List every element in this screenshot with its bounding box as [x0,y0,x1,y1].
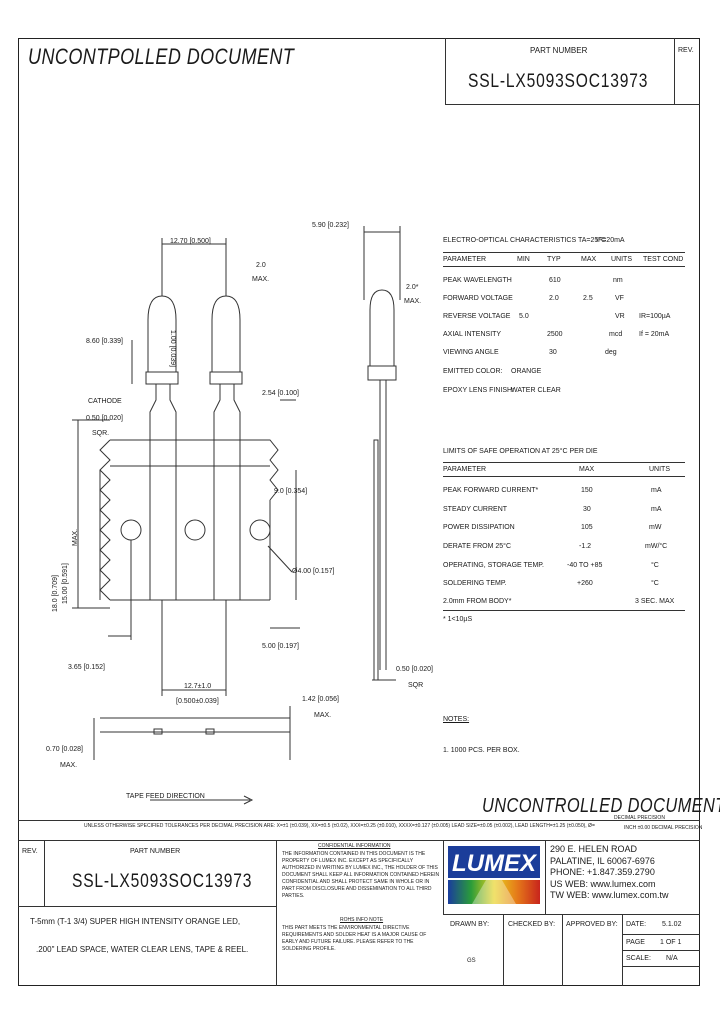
tb-rev-label: REV. [22,848,38,855]
scale: N/A [666,955,678,962]
dim-dome-height: 8.60 [0.339] [86,338,123,345]
led-1-lead-right [169,384,177,430]
logo-lettering: LUMEX [452,850,538,877]
rohs-text: THIS PART MEETS THE ENVIRONMENTAL DIRECT… [282,925,427,952]
cathode-label: CATHODE [88,398,122,405]
led-2-flange [209,371,243,385]
eo-table-condition: IF=20mA [596,237,625,244]
address-block: 290 E. HELEN ROAD PALATINE, IL 60067-697… [550,844,669,900]
drawing-frame [18,38,700,986]
dim-lead-spacing: 2.54 [0.100] [262,390,299,397]
watermark-top: UNCONTPOLLED DOCUMENT [28,44,295,69]
confidential-text: THE INFORMATION CONTAINED IN THIS DOCUME… [282,851,440,899]
part-number-label: PART NUMBER [530,46,588,55]
lens-finish-label: EPOXY LENS FINISH: [443,387,515,394]
dim-hole-offset: 5.00 [0.197] [262,643,299,650]
dim-lead-gap-top: 2.0 [256,262,266,269]
page-label: PAGE [626,939,645,946]
led-1-lead-left [149,384,157,430]
led-2-lead-right [233,384,241,430]
side-led-body [369,289,395,367]
page: 1 OF 1 [660,939,682,946]
header-rev-divider [674,38,675,104]
limits-table-title: LIMITS OF SAFE OPERATION AT 25°C PER DIE [443,448,598,455]
dim-lead-sq: 0.50 [0.020] [86,415,123,422]
dim-side-gap: 2.0* [406,284,419,291]
lumex-logo: LUMEX [448,846,540,904]
dim-lead-sq-label: SQR. [92,430,110,437]
dim-tape-thick-a: 1.42 [0.056] [302,696,339,703]
watermark-bottom: UNCONTROLLED DOCUMENT [482,795,720,817]
header-divider [445,38,446,104]
confidential-title: CONFIDENTIAL INFORMATION [318,843,391,849]
dim-tape-total-b: MAX. [60,762,78,769]
feed-direction-label: TAPE FEED DIRECTION [126,793,205,800]
dim-tape-height-b: 15.00 [0.591] [62,563,69,604]
sprocket-hole-2 [184,519,206,541]
side-led-flange [367,365,397,381]
tolerance-right-b: INCH ±0.00 DECIMAL PRECISION [624,825,703,831]
dim-body-height: 1.00 [0.039] [169,330,176,367]
dim-tape-thick-b: MAX. [314,712,332,719]
tb-desc-line2: .200" LEAD SPACE, WATER CLEAR LENS, TAPE… [36,945,249,954]
drawn-by: GS [467,958,476,964]
eo-table-title: ELECTRO-OPTICAL CHARACTERISTICS TA=25°C [443,237,607,244]
tb-part-number-label: PART NUMBER [130,848,181,855]
dim-tape-total-a: 0.70 [0.028] [46,746,83,753]
tape-right-edge [110,439,279,501]
dim-side-lead-sq-label: SQR [408,682,424,689]
side-tape [373,439,379,681]
emitted-color: ORANGE [511,368,542,375]
note-item: 1. 1000 PCS. PER BOX. [443,747,520,754]
dim-hole-row: 9.0 [0.354] [274,488,308,495]
date: 5.1.02 [662,921,682,928]
notes-label: NOTES: [443,716,470,723]
led-2-lead-left [213,384,221,430]
limits-footnote: * 1<10µS [443,616,473,623]
tolerance-right-a: DECIMAL PRECISION [614,815,665,821]
part-number: SSL-LX5093SOC13973 [468,71,649,92]
checked-by-label: CHECKED BY: [508,921,556,928]
dim-hole-dia: Ø4.00 [0.157] [292,568,335,575]
drawn-by-label: DRAWN BY: [450,921,490,928]
tape-left-edge [99,439,111,601]
approved-by-label: APPROVED BY: [566,921,618,928]
sprocket-hole-3 [249,519,271,541]
dim-side-gap-max: MAX. [404,298,422,305]
dim-side-lead-sq: 0.50 [0.020] [396,666,433,673]
dim-pitch-top: 12.70 [0.500] [170,238,211,245]
scale-label: SCALE: [626,955,651,962]
dim-tape-height-max: MAX. [72,528,79,546]
led-2-body [211,295,241,373]
rev-label: REV. [678,47,694,54]
dim-width: 5.90 [0.232] [312,222,349,229]
led-1-flange [145,371,179,385]
dim-left-offset: 3.65 [0.152] [68,664,105,671]
header-bottom-line [445,104,700,105]
rohs-title: ROHS INFO NOTE [340,917,384,923]
dim-tape-height-a: 18.0 [0.709] [52,575,59,612]
dim-lead-gap-top-max: MAX. [252,276,270,283]
tb-desc-line1: T-5mm (T-1 3/4) SUPER HIGH INTENSITY ORA… [30,917,241,926]
tolerance-note: UNLESS OTHERWISE SPECIFIED TOLERANCES PE… [84,823,595,829]
lens-finish: WATER CLEAR [511,387,561,394]
sprocket-hole-1 [120,519,142,541]
tb-part-number: SSL-LX5093SOC13973 [72,871,253,892]
date-label: DATE: [626,921,647,928]
emitted-color-label: EMITTED COLOR: [443,368,503,375]
dim-pitch-bottom-b: [0.500±0.039] [176,698,219,705]
dim-pitch-bottom-a: 12.7±1.0 [184,683,212,690]
